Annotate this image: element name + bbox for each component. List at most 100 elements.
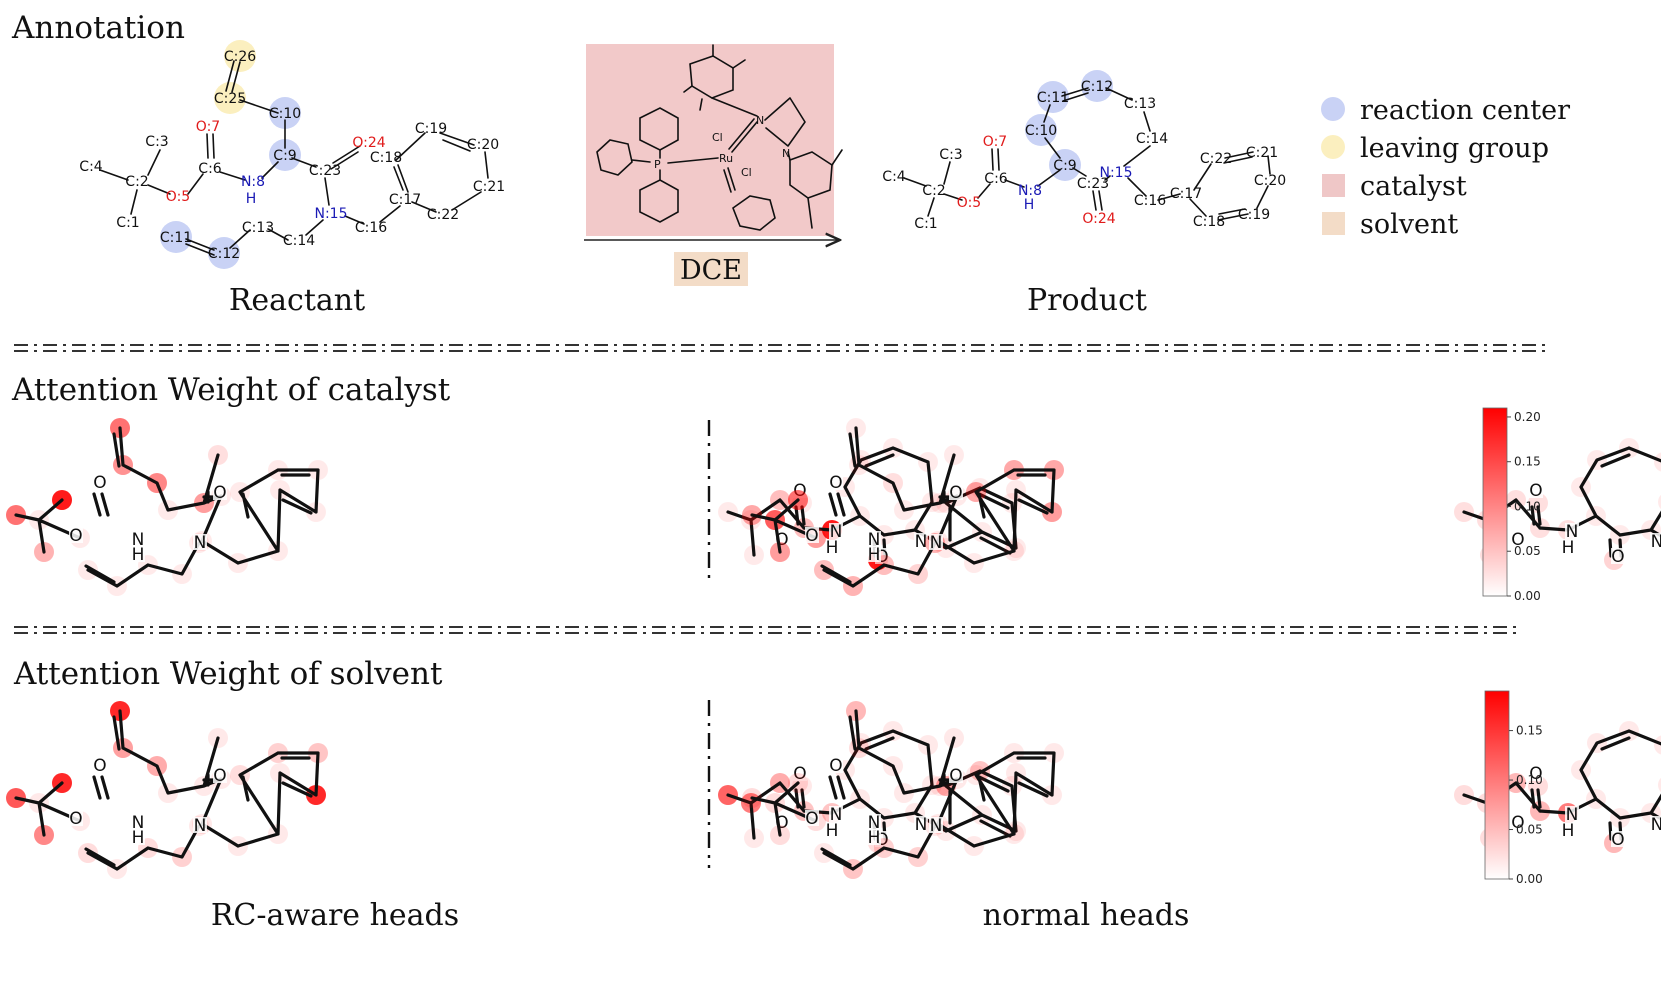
atom-label-backing xyxy=(825,822,839,838)
colorbar-solvent-gradient xyxy=(1484,690,1510,880)
product-atom-label: C:4 xyxy=(882,169,905,185)
reactant-atom-label: C:14 xyxy=(283,233,315,249)
legend-swatch xyxy=(1321,135,1345,159)
attention-atom-symbol: N xyxy=(915,815,928,835)
attention-atom-symbol: O xyxy=(93,756,106,776)
reactant-atom-label: C:12 xyxy=(208,246,240,262)
attention-atom-weight xyxy=(1658,777,1661,793)
catalyst-label-cl-1: Cl xyxy=(712,131,723,144)
legend-label: catalyst xyxy=(1360,171,1467,202)
reactant-atom-label: N:15 xyxy=(314,206,347,222)
attention-atom-symbol: O xyxy=(69,526,82,546)
reactant-atom-label: H xyxy=(246,191,257,207)
legend-swatch xyxy=(1321,97,1345,121)
atom-label-backing xyxy=(914,533,928,549)
attention-atom-symbol: N xyxy=(132,813,145,833)
reactant-atom-label: C:13 xyxy=(242,220,274,236)
product-atom-label: C:12 xyxy=(1081,79,1113,95)
attention-atom-symbol: H xyxy=(868,545,881,565)
product-highlight-rc xyxy=(1081,70,1113,102)
atom-label-backing xyxy=(805,527,819,543)
product-atom-label: C:13 xyxy=(1124,96,1156,112)
product-atom-label: C:11 xyxy=(1037,90,1069,106)
attention-panels: OONHONOONHNOOONHONOONHNOOONHONOONHNOOONH… xyxy=(6,418,1661,879)
product-atom-label: C:21 xyxy=(1246,145,1278,161)
atom-label-backing xyxy=(805,810,819,826)
product-atom-label: C:10 xyxy=(1025,123,1057,139)
colorbar-catalyst-gradient xyxy=(1482,407,1508,597)
colorbar-solvent: 0.150.100.050.00 xyxy=(1484,690,1543,886)
product-highlight-rc xyxy=(1037,81,1069,113)
attention-atom-symbol: O xyxy=(1611,830,1624,850)
atom-label-backing xyxy=(93,474,107,490)
atom-label-backing xyxy=(193,534,207,550)
attention-atom-symbol: O xyxy=(69,809,82,829)
product-atom-label: C:23 xyxy=(1077,176,1109,192)
atom-label-backing xyxy=(793,765,807,781)
atom-label-backing xyxy=(949,767,963,783)
solvent-label: DCE xyxy=(680,255,742,286)
atom-label-backing xyxy=(867,546,881,562)
attention-atom-symbol: N xyxy=(194,533,207,553)
colorbar-catalyst: 0.200.150.100.050.00 xyxy=(1482,407,1541,603)
atom-label-backing xyxy=(131,814,145,830)
legend-swatch xyxy=(1322,212,1345,235)
attention-atom-symbol: H xyxy=(826,538,839,558)
product-highlight-rc xyxy=(1025,114,1057,146)
catalyst-label-cl-2: Cl xyxy=(741,166,752,179)
product-atom-label: H xyxy=(1024,197,1035,213)
product-atom-label: C:1 xyxy=(914,216,937,232)
reactant-highlight-rc xyxy=(269,97,301,129)
attention-atom-symbol: N xyxy=(868,530,881,550)
colorbar-tick-label: 0.15 xyxy=(1514,455,1541,469)
atom-label-backing xyxy=(213,767,227,783)
reactant-caption: Reactant xyxy=(229,283,365,318)
attention-atom-symbol: O xyxy=(829,756,842,776)
attention-atom-symbol: O xyxy=(829,473,842,493)
product-atom-label: C:3 xyxy=(939,147,962,163)
catalyst-label-n-2: N xyxy=(782,147,790,160)
atom-label-backing xyxy=(193,817,207,833)
attention-atom-symbol: O xyxy=(949,483,962,503)
attention-atom-symbol: O xyxy=(805,526,818,546)
attention-atom-symbol: O xyxy=(1529,481,1542,501)
atom-label-backing xyxy=(1561,539,1575,555)
product-atom-label: C:9 xyxy=(1053,158,1076,174)
product-atom-label: C:16 xyxy=(1134,193,1166,209)
colorbar-tick-label: 0.15 xyxy=(1516,724,1543,738)
attention-atom-symbol: O xyxy=(213,766,226,786)
reactant-atom-label: C:20 xyxy=(467,137,499,153)
attention-atom-symbol: O xyxy=(805,809,818,829)
reactant-atom-label: O:24 xyxy=(352,135,385,151)
atom-label-backing xyxy=(1650,533,1661,549)
atom-label-backing xyxy=(1611,548,1625,564)
legend-swatch xyxy=(1322,174,1345,197)
attention-atom-symbol: O xyxy=(1511,813,1524,833)
product-atom-label: N:15 xyxy=(1099,165,1132,181)
reactant-atom-label: C:26 xyxy=(224,49,256,65)
reactant-atom-label: O:5 xyxy=(166,189,190,205)
atom-label-backing xyxy=(69,810,83,826)
atom-label-backing xyxy=(93,757,107,773)
reactant-atom-label: C:18 xyxy=(370,150,402,166)
attention-atom-symbol: N xyxy=(194,816,207,836)
catalyst-structure: P Ru Cl Cl N N DCE xyxy=(584,44,843,286)
attention-molecule-bonds xyxy=(14,709,320,871)
attention-atom-weight xyxy=(1658,494,1661,510)
reactant-atom-label: O:7 xyxy=(196,119,220,135)
reactant-atom-label: C:17 xyxy=(389,192,421,208)
reactant-atom-label: C:21 xyxy=(473,179,505,195)
atom-label-backing xyxy=(1650,816,1661,832)
attention-atom-symbol: N xyxy=(830,805,843,825)
attention-atom-symbol: O xyxy=(1529,764,1542,784)
attention-atom-symbol: H xyxy=(132,545,145,565)
colorbar-tick-label: 0.00 xyxy=(1514,589,1541,603)
catalyst-label-p: P xyxy=(654,158,661,171)
attention-molecule-bonds xyxy=(750,709,1056,871)
attention-atom-symbol: H xyxy=(826,821,839,841)
reactant-atom-label: C:3 xyxy=(145,134,168,150)
product-atom-label: O:24 xyxy=(1082,211,1115,227)
attention-atom-symbol: N xyxy=(1651,815,1661,835)
